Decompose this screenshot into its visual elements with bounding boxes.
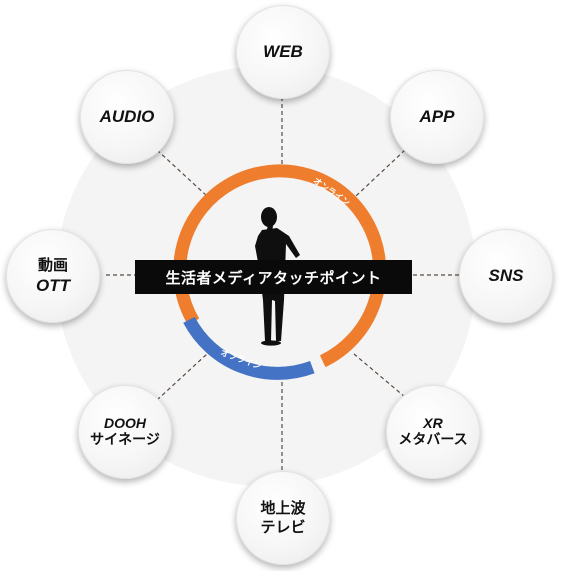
- node-xr-label-2: メタバース: [398, 432, 468, 448]
- node-tv-label-1: 地上波: [260, 499, 306, 518]
- node-app-label: APP: [419, 107, 455, 127]
- node-xr-label-1: XR: [423, 414, 443, 431]
- node-audio-label: AUDIO: [99, 107, 155, 127]
- center-label-bar: 生活者メディアタッチポイント: [135, 260, 412, 294]
- node-ott-label-1: 動画: [37, 256, 68, 274]
- node-sns-label: SNS: [488, 266, 524, 286]
- node-dooh[interactable]: DOOH サイネージ: [78, 385, 172, 479]
- node-web[interactable]: WEB: [236, 5, 330, 99]
- node-terrestrial-tv[interactable]: 地上波 テレビ: [236, 471, 330, 565]
- node-xr[interactable]: XR メタバース: [386, 385, 480, 479]
- node-dooh-label-2: サイネージ: [90, 432, 160, 448]
- offline-arc: [183, 316, 315, 380]
- node-tv-label-2: テレビ: [260, 518, 306, 536]
- node-dooh-label-1: DOOH: [104, 414, 146, 431]
- connector-app: [355, 149, 406, 197]
- connector-xr: [353, 353, 406, 398]
- connector-audio: [156, 149, 208, 197]
- node-audio[interactable]: AUDIO: [80, 70, 174, 164]
- node-web-label: WEB: [263, 42, 303, 62]
- node-app[interactable]: APP: [390, 70, 484, 164]
- center-label: 生活者メディアタッチポイント: [165, 268, 382, 287]
- node-ott-label-2: OTT: [36, 275, 70, 295]
- connector-dooh: [156, 353, 208, 401]
- node-ott[interactable]: 動画 OTT: [6, 229, 100, 323]
- node-sns[interactable]: SNS: [459, 229, 553, 323]
- online-arc: [173, 164, 387, 368]
